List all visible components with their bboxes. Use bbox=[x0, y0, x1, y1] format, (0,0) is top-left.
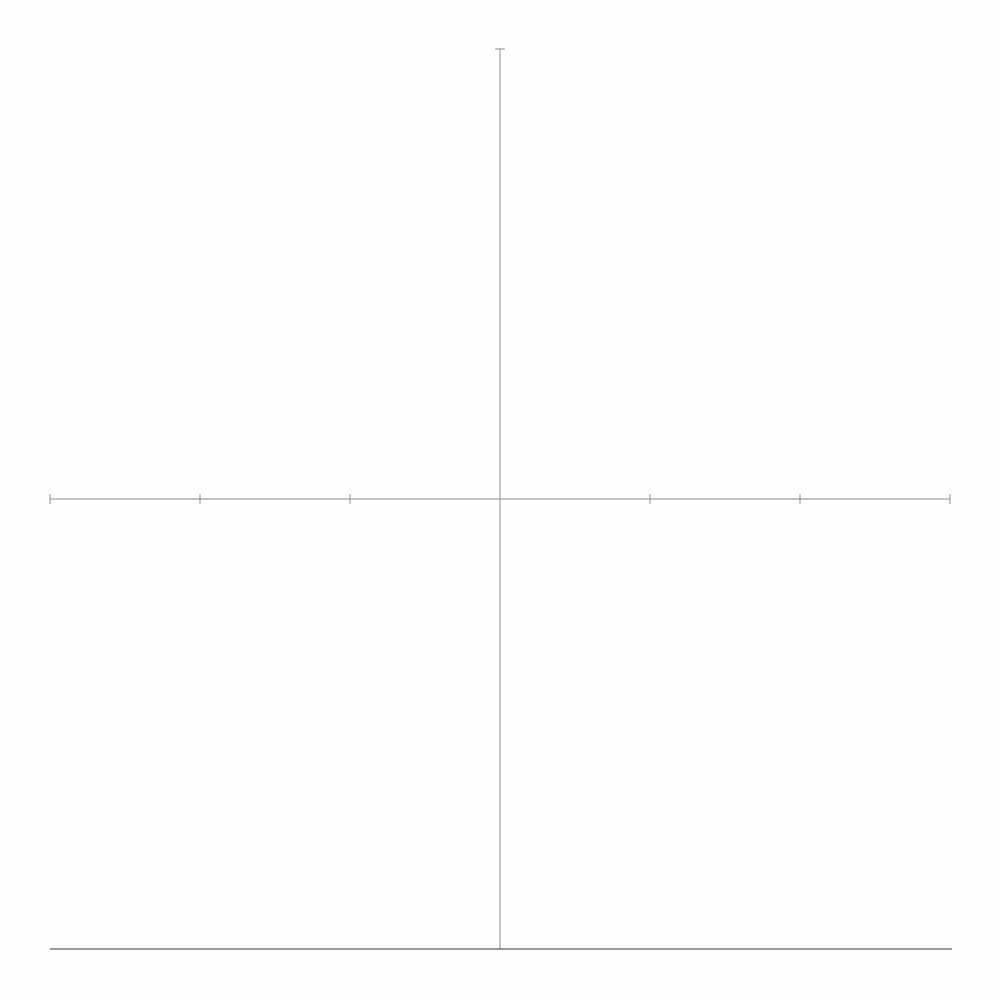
x-axis-ticks bbox=[49, 494, 951, 504]
